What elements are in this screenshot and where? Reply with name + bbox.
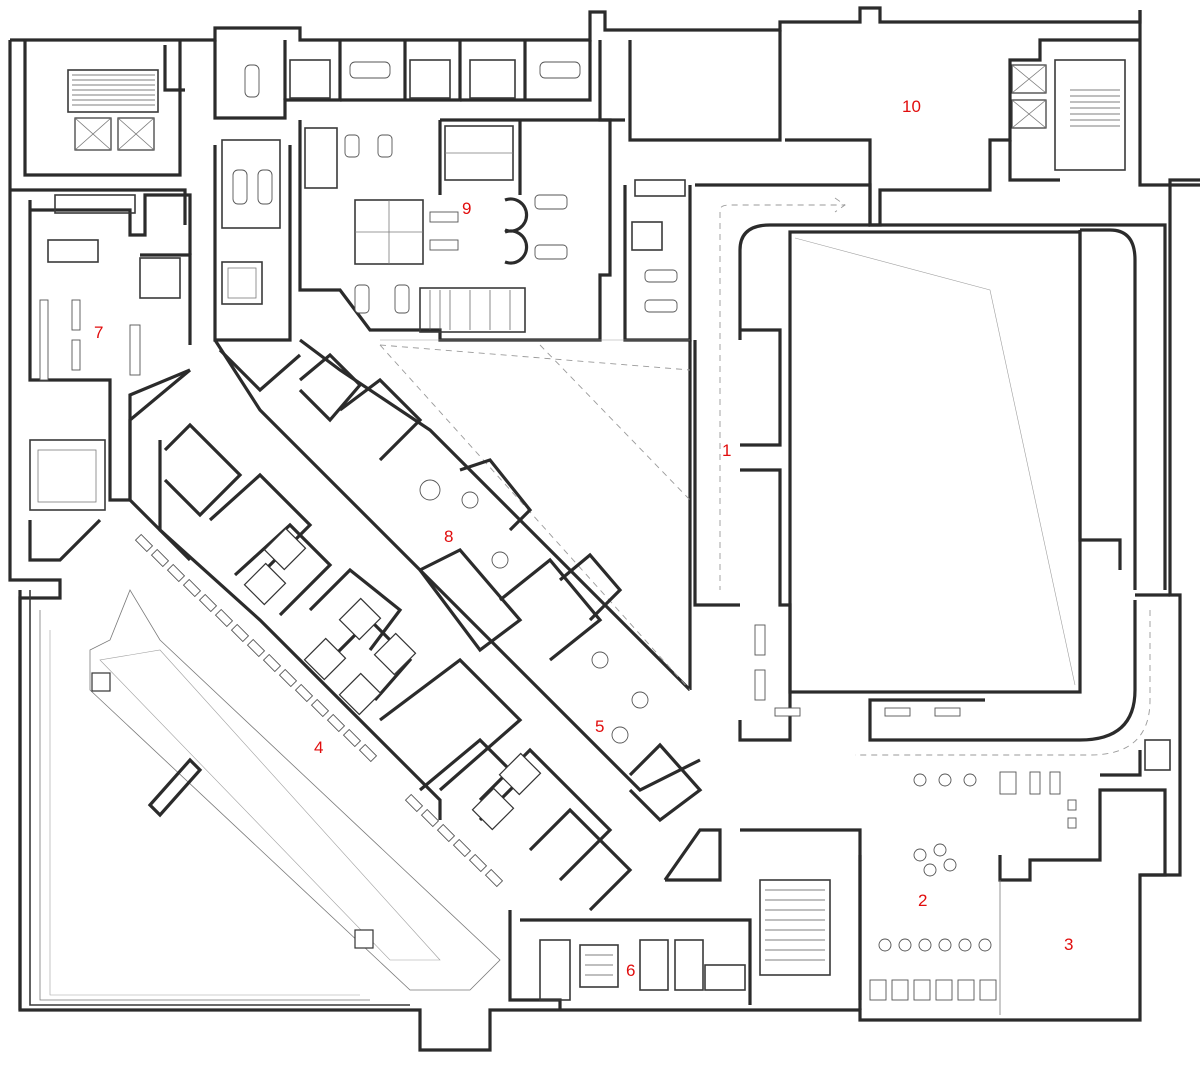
- stair-lower: [765, 889, 825, 961]
- area-6: [508, 910, 752, 1010]
- top-treatment-rooms: [213, 40, 625, 122]
- elevator-pool-3: [338, 597, 382, 641]
- fitness-machines-row: [869, 979, 997, 1001]
- fitness-cardio-row: [878, 938, 992, 952]
- lower-stair-core: [663, 828, 862, 1000]
- fitness-weight-cluster: [913, 843, 957, 877]
- room-labels: 1 2 3 4 5 6 7 8 9 10: [94, 97, 1073, 980]
- label-room-10: 10: [902, 97, 921, 116]
- outer-walls: [8, 6, 1200, 1052]
- room-9: [298, 118, 612, 342]
- elevator-pool-6: [338, 672, 382, 716]
- pool-loungers: [134, 533, 504, 888]
- elevator-pool-4: [373, 632, 417, 676]
- elevator-pool-1: [263, 527, 307, 571]
- elevator-pool-7: [498, 752, 542, 796]
- stair-room-10: [1070, 89, 1120, 127]
- label-room-3: 3: [1064, 935, 1073, 954]
- fitness-top-equipment: [913, 771, 1077, 829]
- pool-edge-bench: [147, 757, 203, 818]
- label-room-6: 6: [626, 961, 635, 980]
- room-10: [628, 30, 1140, 227]
- left-treatment-column: [213, 139, 292, 342]
- label-room-8: 8: [444, 527, 453, 546]
- label-room-1: 1: [722, 441, 731, 460]
- label-room-4: 4: [314, 738, 323, 757]
- elevator-pool-5: [303, 637, 347, 681]
- label-room-7: 7: [94, 323, 103, 342]
- pool-basin: [89, 589, 501, 991]
- upper-left-core: [10, 40, 187, 225]
- diagonal-wing: [128, 338, 703, 823]
- area-2-fitness: [858, 739, 1171, 1010]
- label-room-5: 5: [595, 717, 604, 736]
- elevator-upper-left-1: [74, 117, 112, 151]
- stair-upper-left: [72, 74, 155, 106]
- elevator-pool-8: [471, 787, 515, 831]
- label-room-9: 9: [462, 199, 471, 218]
- elevator-upper-left-2: [117, 117, 155, 151]
- label-room-2: 2: [918, 891, 927, 910]
- area-4-pool: [39, 422, 633, 1001]
- elevator-room-10-2: [1011, 99, 1047, 129]
- right-treatment-rooms: [623, 179, 692, 342]
- room-7: [28, 193, 192, 562]
- area-1-track: [693, 183, 1170, 756]
- elevator-pool-2: [243, 562, 287, 606]
- elevator-room-10-1: [1011, 64, 1047, 94]
